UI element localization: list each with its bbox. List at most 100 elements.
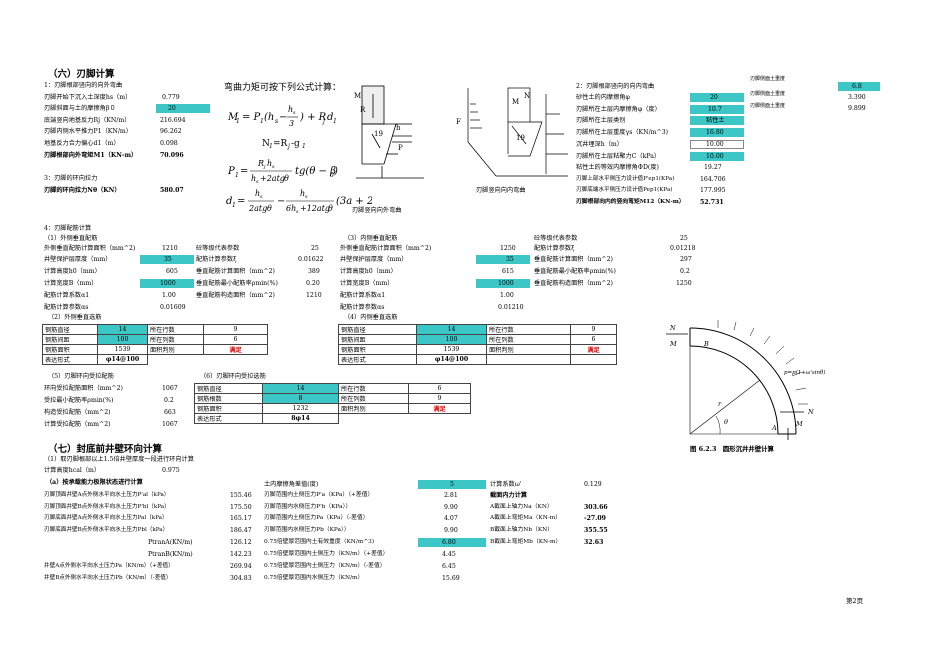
svg-text:θ: θ <box>724 418 728 426</box>
row-value: 19.27 <box>704 164 722 171</box>
cell-value: 6 <box>570 334 617 345</box>
row-label: 刃脚范围内水侧压力P'b（KPa）） <box>264 504 352 510</box>
section7-sub: （1）取刃脚根部以上1.5倍井壁厚度一段进行环向计算 <box>44 456 194 463</box>
row-label: 沉井埋深h（m） <box>576 141 623 148</box>
row-label: 垂直配筋最小配筋率ρmin(%) <box>196 280 278 287</box>
cell-label: 所在行数 <box>486 324 571 335</box>
row-label: 刃脚所在土层内摩擦角φ（度） <box>576 106 661 113</box>
cell-value: 9 <box>408 393 471 404</box>
outer-selection-title: （2）外侧垂直选筋 <box>48 314 102 321</box>
input-cell[interactable] <box>140 279 194 288</box>
input-cell[interactable]: 14 <box>416 324 487 335</box>
input-cell[interactable] <box>690 93 744 102</box>
cell-value: φ14@100 <box>416 354 487 365</box>
side-value: 6.8 <box>852 83 862 90</box>
input-cell[interactable] <box>476 255 530 264</box>
row-value: 0.01218 <box>670 245 696 252</box>
row-label: 土内摩擦角差值(度) <box>264 481 319 488</box>
svg-text:h: h <box>396 124 401 132</box>
input-cell[interactable]: 14 <box>97 324 148 335</box>
row-value: 10.7 <box>708 106 722 113</box>
row-value: 35 <box>164 256 172 263</box>
row-value: 0.01210 <box>498 304 524 311</box>
row-value: 0.975 <box>162 467 180 474</box>
side-label: 刃脚侧面土重度 <box>750 91 786 97</box>
input-cell[interactable]: 14 <box>262 383 339 394</box>
row-label: 砼等级代表参数 <box>534 235 578 242</box>
fig-caption-inward: 刃脚竖向向内弯曲 <box>476 186 526 194</box>
input-cell[interactable] <box>838 82 880 91</box>
svg-text:19: 19 <box>374 130 383 138</box>
row-value: 0.129 <box>584 481 602 488</box>
row-value: 0.20 <box>306 280 320 287</box>
limit-state-title: （a）按承载能力极限状态进行计算 <box>46 479 143 486</box>
row-label: 井壁B点外侧水平向水土压力Pb（KN/m）（-差值） <box>44 575 172 581</box>
svg-text:−: − <box>279 112 287 123</box>
inner-selection-table: 钢筋直径 14 所在行数 9 钢筋间距 100 所在列数 6 钢筋面积 1539… <box>338 324 617 365</box>
row-label: 计算高度h0（mm） <box>340 268 397 275</box>
input-cell[interactable]: 100 <box>416 334 487 345</box>
row-label: 垂直配筋构造面积（mm^2) <box>534 280 613 287</box>
svg-text:(h: (h <box>264 112 274 123</box>
input-cell[interactable] <box>690 105 744 114</box>
row-value: 389 <box>308 268 320 275</box>
input-cell[interactable] <box>476 279 530 288</box>
cell-label: 面积判别 <box>338 403 409 414</box>
cell-value: φ14@100 <box>97 354 148 365</box>
cell-value: 8φ14 <box>262 413 339 424</box>
row-value: 15.69 <box>442 575 460 582</box>
input-cell[interactable] <box>690 152 744 161</box>
row-value: 1067 <box>162 385 178 392</box>
row-value: 269.94 <box>230 563 252 570</box>
hoop-selection-title: （6）刃脚环向受拉选筋 <box>200 373 266 380</box>
svg-text:M: M <box>669 340 677 348</box>
row-label: 垂直配筋计算面积（mm^2) <box>534 256 613 263</box>
row-value: 52.731 <box>700 199 724 206</box>
row-label: 受拉最小配筋率ρmin(%) <box>44 397 114 404</box>
input-cell[interactable] <box>156 104 210 113</box>
svg-text:1: 1 <box>236 118 240 125</box>
row-label: 粘性土的等效内摩擦角ΦD(度) <box>576 164 659 171</box>
input-cell[interactable]: 8 <box>262 393 339 404</box>
cell-value: 9 <box>203 324 268 335</box>
row-value: 304.83 <box>230 575 252 582</box>
row-value: 4.07 <box>444 515 458 522</box>
svg-text:1: 1 <box>269 143 273 150</box>
hoop-reinf-title: （5）刃脚环向受拉配筋 <box>48 373 114 380</box>
row-value: 1210 <box>306 292 322 299</box>
svg-text:+12atg: +12atg <box>300 204 330 213</box>
input-cell[interactable] <box>418 538 486 547</box>
row-value: 粘性土 <box>706 117 725 124</box>
svg-text:=R: =R <box>273 139 288 149</box>
input-cell[interactable] <box>690 116 744 125</box>
svg-text:−: − <box>277 196 285 207</box>
row-label: 刃脚根部向内的竖向弯矩M12（KN-m） <box>576 199 685 205</box>
section7-title: （七）封底前井壁环向计算 <box>48 444 163 455</box>
cell-value: 9 <box>570 324 617 335</box>
row-label: 计算受拉配筋（mm^2) <box>44 421 111 428</box>
sub-heading-outward: 1：刃脚根部竖向的向外弯曲 <box>44 82 123 89</box>
row-label: 井壁保护层厚度（mm） <box>44 256 112 263</box>
input-cell[interactable] <box>690 140 744 149</box>
empty-cell <box>409 414 471 424</box>
svg-text:θ: θ <box>328 204 333 213</box>
row-label: 外侧垂直配筋计算面积（mm^2) <box>44 245 136 252</box>
input-cell[interactable] <box>140 255 194 264</box>
row-label: 刃脚斜面与土的摩擦角β０ <box>44 105 116 112</box>
cell-value: 6 <box>203 334 268 345</box>
row-label: 刃脚底面井壁B点外侧水平向水土压力Pbl（kPa） <box>44 527 169 533</box>
row-label: 刃脚所在土层类别 <box>576 117 626 124</box>
row-value: 1000 <box>160 280 176 287</box>
row-value: 0.01609 <box>160 304 186 311</box>
row-value: 9.90 <box>444 527 458 534</box>
row-label: 配筋计算参数αs <box>340 304 385 311</box>
svg-text:s: s <box>272 164 275 170</box>
row-value: 5 <box>450 481 454 488</box>
input-cell[interactable]: 100 <box>97 334 148 345</box>
svg-text:M: M <box>512 98 519 106</box>
row-label: 构造受拉配筋（mm^2) <box>44 409 111 416</box>
row-label: 刃脚顶面井壁A点外侧水平向水土压力P'al（kPa） <box>44 492 170 498</box>
input-cell[interactable] <box>418 480 486 489</box>
svg-text:θ: θ <box>267 204 272 213</box>
input-cell[interactable] <box>690 128 744 137</box>
